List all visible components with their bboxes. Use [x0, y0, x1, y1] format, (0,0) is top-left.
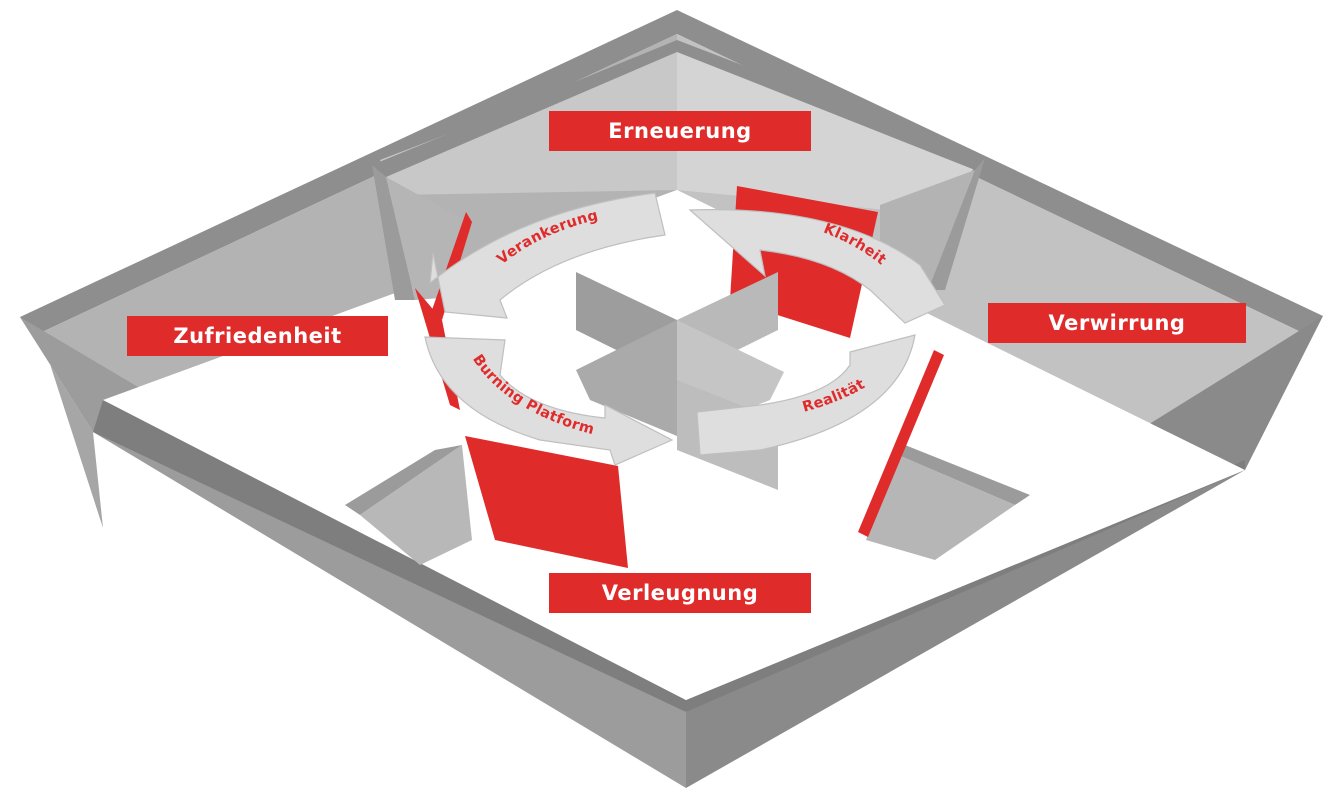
cross-front-left [576, 320, 677, 436]
label-box-verleugnung [549, 573, 811, 613]
divider-bottom-right [898, 445, 1030, 505]
arrow-burning-platform [424, 336, 674, 466]
door-bottom-right [858, 350, 944, 537]
floor [103, 190, 1245, 700]
divider-top-right [928, 158, 985, 290]
room-label-verwirrung: Verwirrung [1048, 311, 1186, 335]
wall-top-room-right [677, 46, 980, 215]
room-label-erneuerung: Erneuerung [608, 119, 752, 143]
door-bottom-left [465, 436, 628, 568]
label-box-zufriedenheit [127, 316, 388, 356]
label-box-erneuerung [549, 111, 811, 151]
label-box-verwirrung [988, 303, 1246, 343]
room-label-verleugnung: Verleugnung [601, 581, 759, 605]
arrow-klarheit [688, 209, 946, 324]
outer-wall-left-face [20, 317, 103, 528]
divider-bottom-left-face [360, 445, 472, 565]
divider-top-left [372, 165, 415, 300]
divider-bottom-right-face [866, 455, 1015, 560]
room-label-zufriedenheit: Zufriedenheit [173, 324, 342, 348]
room-label-boxes [127, 111, 1246, 613]
arrow-realitaet [696, 334, 916, 456]
divider-bottom-left [345, 445, 462, 515]
wall-top-room-right-top [677, 40, 985, 170]
outer-wall-top-right [677, 10, 1323, 334]
arrow-verankerung [429, 192, 666, 319]
wall-top-room-left-top [372, 40, 677, 177]
outer-wall-top-left [20, 10, 677, 333]
